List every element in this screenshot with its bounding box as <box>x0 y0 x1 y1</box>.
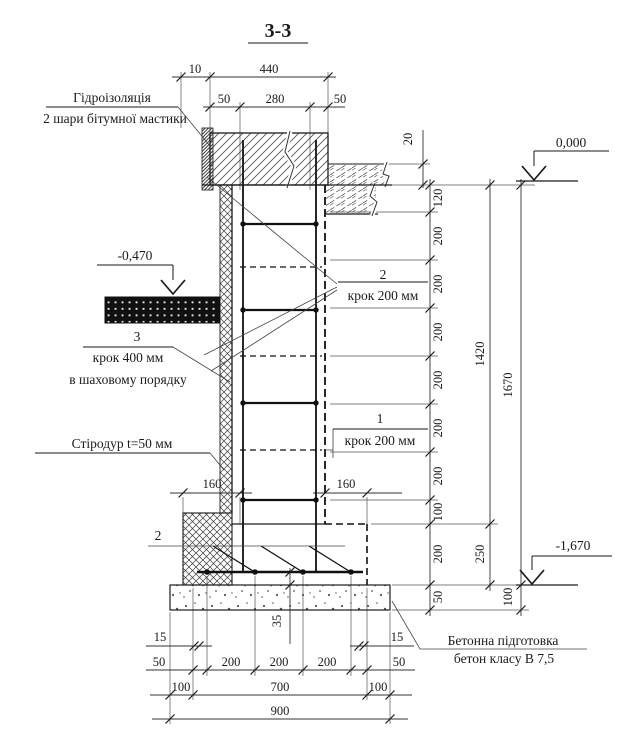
pos2-leaders <box>203 176 338 372</box>
dim-10: 10 <box>189 62 202 76</box>
elevation-arrow <box>519 569 545 586</box>
svg-text:200: 200 <box>222 655 241 669</box>
dim-1420: 1420 <box>473 342 487 367</box>
dim-250: 250 <box>473 545 487 564</box>
svg-text:Бетонна підготовка: Бетонна підготовка <box>448 633 559 648</box>
horizontal-rebar-near <box>243 222 316 502</box>
svg-text:крок 200 мм: крок 200 мм <box>345 433 416 448</box>
dim-20: 20 <box>401 133 415 146</box>
extension-lines <box>169 72 578 724</box>
existing-floor-slab <box>104 296 221 324</box>
dim-35: 35 <box>270 615 284 628</box>
pos2-wall-label: 2 крок 200 мм <box>348 267 419 303</box>
dimension-lines <box>146 76 522 720</box>
svg-text:200: 200 <box>270 655 289 669</box>
elevation-arrow <box>521 165 547 182</box>
styrodur-label: Стіродур t=50 мм <box>72 436 173 451</box>
dim-440: 440 <box>260 62 279 76</box>
waterproofing-leader <box>177 106 211 147</box>
floor-screed <box>328 161 392 188</box>
svg-text:50: 50 <box>153 655 166 669</box>
top-dimension-labels: 10 440 50 280 50 <box>189 62 347 106</box>
bent-bars <box>212 545 350 572</box>
dim-15-right: 15 <box>391 630 404 644</box>
bottom-dimension-labels: 15 15 50 200 200 200 50 100 700 100 900 <box>153 630 406 718</box>
dimension-ticks <box>165 72 526 724</box>
styrodur-leader <box>209 452 225 471</box>
elevation-minus470-value: -0,470 <box>118 248 153 263</box>
dim-160-right: 160 <box>337 477 356 491</box>
svg-text:50: 50 <box>431 591 445 604</box>
elevation-zero-value: 0,000 <box>556 135 587 150</box>
elevation-mark-minus470 <box>97 264 186 296</box>
horizontal-rebar-far-dashed <box>240 266 322 451</box>
pos1-bracket <box>324 429 334 458</box>
svg-text:Гідроізоляція: Гідроізоляція <box>73 90 151 105</box>
elevation-minus1670-value: -1,670 <box>556 538 591 553</box>
svg-text:1: 1 <box>377 411 384 426</box>
prep-leader <box>391 600 587 650</box>
svg-text:3: 3 <box>134 329 141 344</box>
insulation-styrodur <box>182 184 233 586</box>
dim-900: 900 <box>271 704 290 718</box>
pos2-footing-label: 2 <box>155 528 162 543</box>
pos1-label: 1 крок 200 мм <box>345 411 416 448</box>
pos3-leader <box>172 346 231 383</box>
right-chain3-labels: 1670 100 <box>501 373 515 607</box>
elevation-mark-zero <box>516 150 609 182</box>
brick-break-line <box>284 130 295 189</box>
svg-text:700: 700 <box>271 680 290 694</box>
svg-text:50: 50 <box>393 655 406 669</box>
reinforcement <box>197 140 363 575</box>
right-chain2-labels: 1420 250 <box>473 342 487 564</box>
insulation-strip <box>219 184 233 514</box>
floor-slab <box>326 182 380 217</box>
svg-text:крок 400 мм: крок 400 мм <box>93 350 164 365</box>
waterproofing-strip <box>201 127 214 191</box>
dim-100-right: 100 <box>501 588 515 607</box>
dim-15-left: 15 <box>154 630 167 644</box>
waterproofing-label: Гідроізоляція 2 шари бітумної мастики <box>43 90 187 126</box>
svg-text:200: 200 <box>431 545 445 564</box>
dim-50-left: 50 <box>218 92 231 106</box>
svg-text:200: 200 <box>431 467 445 486</box>
svg-text:100: 100 <box>431 503 445 522</box>
leader-lines <box>148 106 587 650</box>
footing <box>232 523 368 585</box>
svg-text:200: 200 <box>431 419 445 438</box>
svg-text:200: 200 <box>318 655 337 669</box>
svg-text:2 шари бітумної мастики: 2 шари бітумної мастики <box>43 111 187 126</box>
svg-text:200: 200 <box>431 227 445 246</box>
svg-text:крок 200 мм: крок 200 мм <box>348 288 419 303</box>
svg-text:бетон класу В 7,5: бетон класу В 7,5 <box>454 651 554 666</box>
svg-text:100: 100 <box>172 680 191 694</box>
right-chain1-labels: 120 200 200 200 200 200 200 100 200 50 <box>431 189 445 604</box>
svg-text:200: 200 <box>431 323 445 342</box>
brick-wall <box>209 130 329 189</box>
svg-text:100: 100 <box>369 680 388 694</box>
dim-280: 280 <box>266 92 285 106</box>
dim-160-left: 160 <box>203 477 222 491</box>
svg-text:200: 200 <box>431 275 445 294</box>
svg-text:2: 2 <box>380 267 387 282</box>
concrete-prep-slab <box>169 584 391 611</box>
dim-1670: 1670 <box>501 373 515 398</box>
elevation-arrow <box>160 279 186 296</box>
pos3-label: 3 крок 400 мм в шаховому порядку <box>69 329 187 387</box>
svg-text:в шаховому порядку: в шаховому порядку <box>69 372 187 387</box>
label-underlines <box>35 42 428 454</box>
section-title: 3-3 <box>265 20 292 42</box>
dim-50-right: 50 <box>334 92 347 106</box>
svg-text:120: 120 <box>431 189 445 208</box>
concrete-prep-label: Бетонна підготовка бетон класу В 7,5 <box>448 633 559 666</box>
svg-text:200: 200 <box>431 371 445 390</box>
elevation-mark-minus1670 <box>516 555 612 586</box>
